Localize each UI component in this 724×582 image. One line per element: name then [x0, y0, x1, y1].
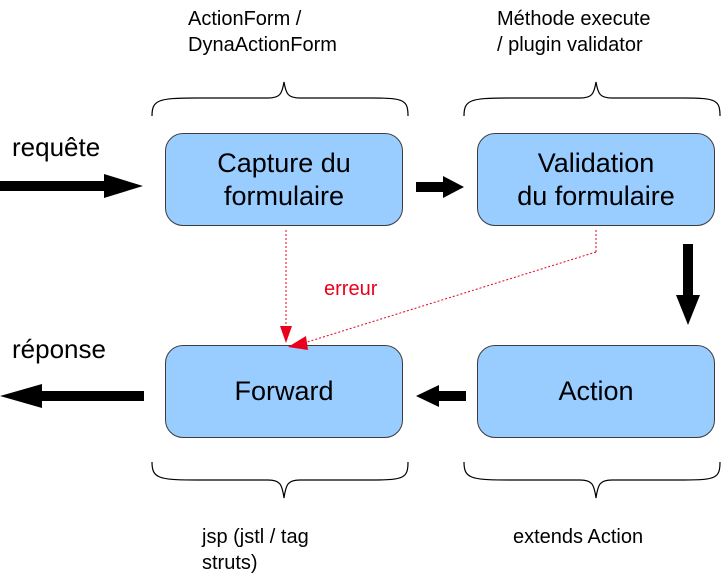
- annotation-methode-execute: Méthode execute / plugin validator: [497, 6, 650, 58]
- box-validation-line2: du formulaire: [517, 180, 675, 211]
- label-requete: requête: [12, 132, 101, 162]
- box-forward-label: Forward: [234, 376, 334, 406]
- annotation-jsp-line2: struts): [202, 552, 258, 574]
- brace-top-right: [463, 81, 721, 117]
- error-path-validation: [288, 230, 597, 350]
- annotation-actionform-line1: ActionForm /: [188, 8, 302, 30]
- arrow-action-to-forward: [416, 385, 466, 407]
- label-erreur: erreur: [324, 278, 378, 300]
- annotation-jsp: jsp (jstl / tag struts): [202, 524, 309, 576]
- arrow-validation-to-action: [676, 244, 700, 325]
- arrow-requete: [0, 174, 143, 198]
- brace-top-left: [151, 81, 409, 117]
- box-validation-line1: Validation: [537, 147, 655, 178]
- box-capture-formulaire: Capture du formulaire: [165, 133, 403, 226]
- annotation-actionform-line2: DynaActionForm: [188, 34, 337, 56]
- annotation-methode-execute-line2: / plugin validator: [497, 34, 643, 56]
- annotation-jsp-line1: jsp (jstl / tag: [202, 526, 309, 548]
- arrow-capture-to-validation: [416, 176, 464, 198]
- box-action: Action: [477, 345, 715, 438]
- annotation-extends-action-text: extends Action: [513, 526, 644, 548]
- box-validation-formulaire: Validation du formulaire: [477, 133, 715, 226]
- error-path-capture: [280, 230, 292, 343]
- annotation-actionform: ActionForm / DynaActionForm: [188, 6, 337, 58]
- annotation-methode-execute-line1: Méthode execute: [497, 8, 651, 30]
- arrow-reponse: [0, 384, 144, 408]
- box-capture-line1: Capture du: [217, 147, 351, 178]
- box-forward: Forward: [165, 345, 403, 438]
- annotation-extends-action: extends Action: [513, 524, 643, 550]
- box-capture-line2: formulaire: [223, 180, 345, 211]
- brace-bottom-right: [463, 461, 721, 499]
- box-action-label: Action: [558, 376, 634, 406]
- label-reponse: réponse: [12, 334, 106, 364]
- brace-bottom-left: [151, 461, 409, 499]
